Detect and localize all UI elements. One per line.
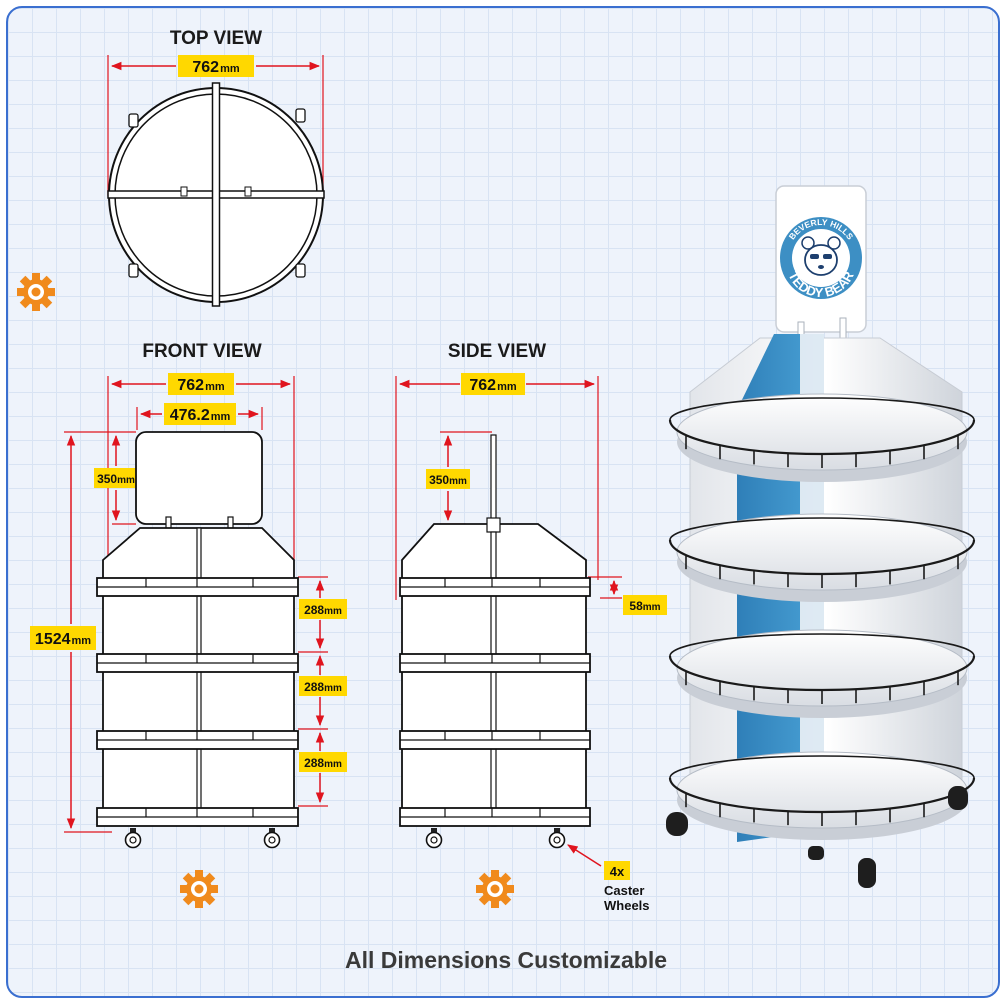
dimension-label-box xyxy=(461,373,525,395)
side-view-title: SIDE VIEW xyxy=(448,341,546,362)
front-width-label: 762mm xyxy=(177,377,224,394)
top-view-clips xyxy=(128,108,306,278)
caster-wheel xyxy=(548,827,566,849)
shelf-fence-rail-back xyxy=(669,517,975,541)
side-view: SIDE VIEW 762mm 350mm 58mm 4x Caster xyxy=(395,341,667,913)
gear-icon xyxy=(476,870,514,908)
shelf-fence-rail-back xyxy=(669,397,975,421)
top-crossbar-v xyxy=(211,82,221,307)
shelf-spacing-label-3: 288mm xyxy=(304,756,342,770)
caster-label-line1: Caster xyxy=(604,883,644,898)
dimension-label-box xyxy=(164,403,236,425)
caster-callout-arrow xyxy=(567,844,602,867)
top-view: TOP VIEW 762mm xyxy=(107,28,325,307)
display-render: BEVERLY HILLS TEDDY BEAR xyxy=(666,185,976,888)
side-bracket xyxy=(486,517,501,533)
shelf-spacing-label-2: 288mm xyxy=(304,680,342,694)
header-width-label: 476.2mm xyxy=(170,407,231,424)
front-view: FRONT VIEW 762mm 476.2mm 1524mm 350mm xyxy=(30,341,347,849)
shelf-fence-rail xyxy=(668,539,976,576)
teddy-bear-icon xyxy=(801,236,841,276)
dimension-label-box xyxy=(299,599,347,619)
header-sign-outline xyxy=(135,431,263,525)
shelf-extension-lines xyxy=(298,576,328,807)
render-wheels xyxy=(666,786,968,888)
header-height-label: 350mm xyxy=(97,472,135,486)
shelf-spacing-label-1: 288mm xyxy=(304,603,342,617)
dimension-label-box xyxy=(168,373,234,395)
dimension-label-box xyxy=(426,469,470,489)
front-view-title: FRONT VIEW xyxy=(142,341,261,362)
shelf-fence-rail xyxy=(668,419,976,456)
top-offset-label: 58mm xyxy=(629,599,660,613)
caster-wheel xyxy=(425,827,443,849)
bracket xyxy=(180,186,188,197)
shelf-fence-rail-back xyxy=(669,755,975,779)
top-width-label: 762mm xyxy=(192,59,239,76)
bracket xyxy=(244,186,252,197)
dimension-label-box xyxy=(94,468,138,488)
caster-label-line2: Wheels xyxy=(604,898,650,913)
render-shelves xyxy=(668,393,976,840)
caster-wheel xyxy=(263,827,281,849)
dimension-label-box xyxy=(30,626,96,650)
center-divider xyxy=(196,527,202,827)
dimension-label-box xyxy=(299,676,347,696)
dimension-label-box xyxy=(299,752,347,772)
footer-caption: All Dimensions Customizable xyxy=(345,947,667,973)
caster-count-box xyxy=(604,861,630,880)
gear-icon xyxy=(17,273,55,311)
front-shelf-rails xyxy=(96,577,299,827)
side-shelf-rails xyxy=(399,577,591,827)
side-header-height-label: 350mm xyxy=(429,473,467,487)
gear-icon xyxy=(180,870,218,908)
dimension-label-box xyxy=(178,55,254,77)
side-width-label: 762mm xyxy=(469,377,516,394)
total-height-label: 1524mm xyxy=(35,631,91,648)
side-divider xyxy=(490,531,497,827)
caster-count-label: 4x xyxy=(610,864,625,879)
shelf-fence-rail xyxy=(668,655,976,692)
top-view-title: TOP VIEW xyxy=(170,28,262,49)
dimension-label-box xyxy=(623,595,667,615)
caster-wheel xyxy=(124,827,142,849)
shelf-fence-rail-back xyxy=(669,633,975,657)
